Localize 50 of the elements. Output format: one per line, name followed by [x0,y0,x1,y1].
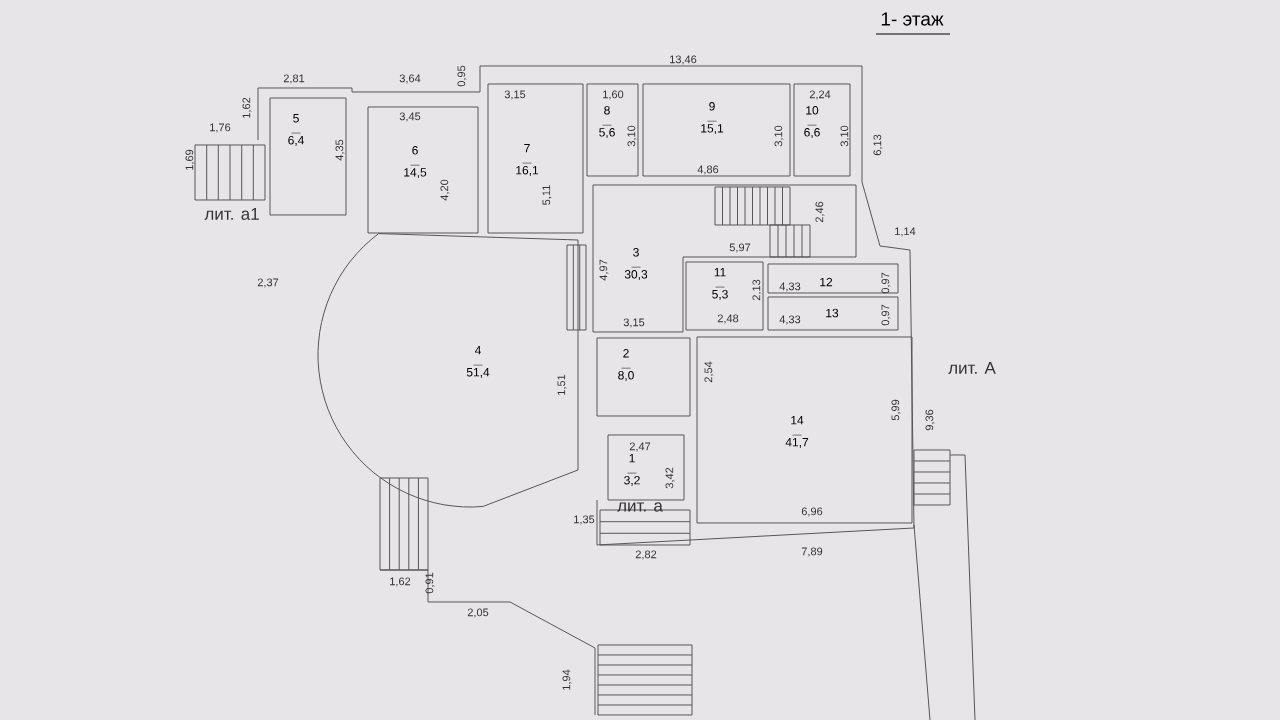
dimension-label: 2,81 [283,74,305,84]
dimension-label: 2,82 [635,550,657,560]
dimension-label: 1,14 [895,227,916,237]
dimension-label: 3,10 [774,125,784,147]
dimension-label: 2,37 [257,278,279,288]
dimension-label: 3,15 [504,90,526,100]
dimension-label: 2,05 [467,608,489,618]
dimension-label: 1,62 [390,577,411,587]
building-letter-label: лит. а1 [204,208,259,220]
dimension-label: 0,91 [425,572,435,594]
dimension-label: 1,51 [557,374,567,395]
dimension-label: 1,60 [603,90,624,100]
dimension-label: 3,42 [665,467,675,489]
dimension-label: 6,96 [801,507,823,517]
dimension-label: 1,62 [242,97,252,118]
dimension-label: 4,35 [335,139,345,161]
dimension-label: 6,13 [873,134,883,156]
dimension-label: 2,47 [629,442,651,452]
building-letter-label: лит. А [948,362,996,374]
dimension-label: 2,48 [717,314,739,324]
dimension-label: 2,13 [752,279,762,301]
dimension-label: 5,97 [729,243,751,253]
dimension-label: 0,97 [881,272,891,294]
dimension-label: 3,45 [399,112,421,122]
title: 1- этаж [875,12,951,35]
dimension-label: 13,46 [670,55,697,65]
dimension-label: 3,10 [627,125,637,147]
dimension-label: 3,64 [399,74,421,84]
room: 2 8,0 [596,337,691,417]
dimension-label: 3,15 [623,318,645,328]
dimension-label: 5,11 [542,185,552,205]
dimension-label: 1,94 [562,669,572,690]
dimension-label: 2,46 [815,201,825,223]
dimension-label: 0,97 [881,304,891,326]
dimension-label: 9,36 [925,409,935,431]
dimension-label: 1,69 [185,149,195,170]
dimension-label: 2,54 [704,361,714,383]
dimension-label: 4,33 [779,282,801,292]
dimension-label: 0,95 [457,65,467,87]
building-letter-label: лит. а [617,502,663,512]
dimension-label: 7,89 [801,547,823,557]
dimension-label: 4,20 [440,179,450,201]
dimension-label: 3,10 [840,125,850,147]
dimension-label: 4,33 [779,315,801,325]
dimension-label: 1,76 [210,123,231,133]
dimension-label: 5,99 [891,399,901,421]
dimension-label: 2,24 [809,90,831,100]
dimension-label: 1,35 [574,515,595,525]
dimension-label: 4,86 [697,165,719,175]
dimension-label: 4,97 [599,259,609,281]
